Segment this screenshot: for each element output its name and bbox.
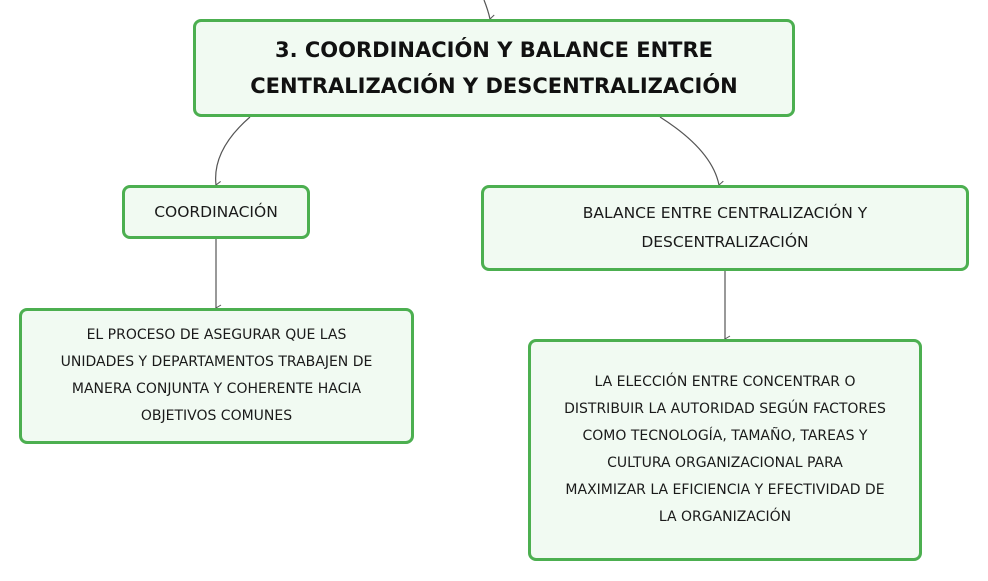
subtopic-node-coordinacion[interactable]: COORDINACIÓN bbox=[122, 185, 310, 239]
subtopic-node-balance[interactable]: BALANCE ENTRE CENTRALIZACIÓN Y DESCENTRA… bbox=[481, 185, 969, 271]
subtopic-label-coordinacion: COORDINACIÓN bbox=[154, 203, 278, 221]
main-topic-label: 3. COORDINACIÓN Y BALANCE ENTRE CENTRALI… bbox=[250, 38, 738, 98]
connector-parent-to-main bbox=[483, 0, 496, 22]
connector-main-to-balance bbox=[659, 116, 725, 188]
main-topic-node[interactable]: 3. COORDINACIÓN Y BALANCE ENTRE CENTRALI… bbox=[193, 19, 795, 117]
description-node-balance[interactable]: LA ELECCIÓN ENTRE CONCENTRAR O DISTRIBUI… bbox=[528, 339, 922, 561]
connector-main-to-coordinacion bbox=[215, 116, 251, 188]
subtopic-label-balance: BALANCE ENTRE CENTRALIZACIÓN Y DESCENTRA… bbox=[582, 204, 868, 251]
description-node-coordinacion[interactable]: EL PROCESO DE ASEGURAR QUE LAS UNIDADES … bbox=[19, 308, 414, 444]
description-text-coordinacion: EL PROCESO DE ASEGURAR QUE LAS UNIDADES … bbox=[60, 327, 373, 424]
description-text-balance: LA ELECCIÓN ENTRE CONCENTRAR O DISTRIBUI… bbox=[564, 374, 886, 525]
